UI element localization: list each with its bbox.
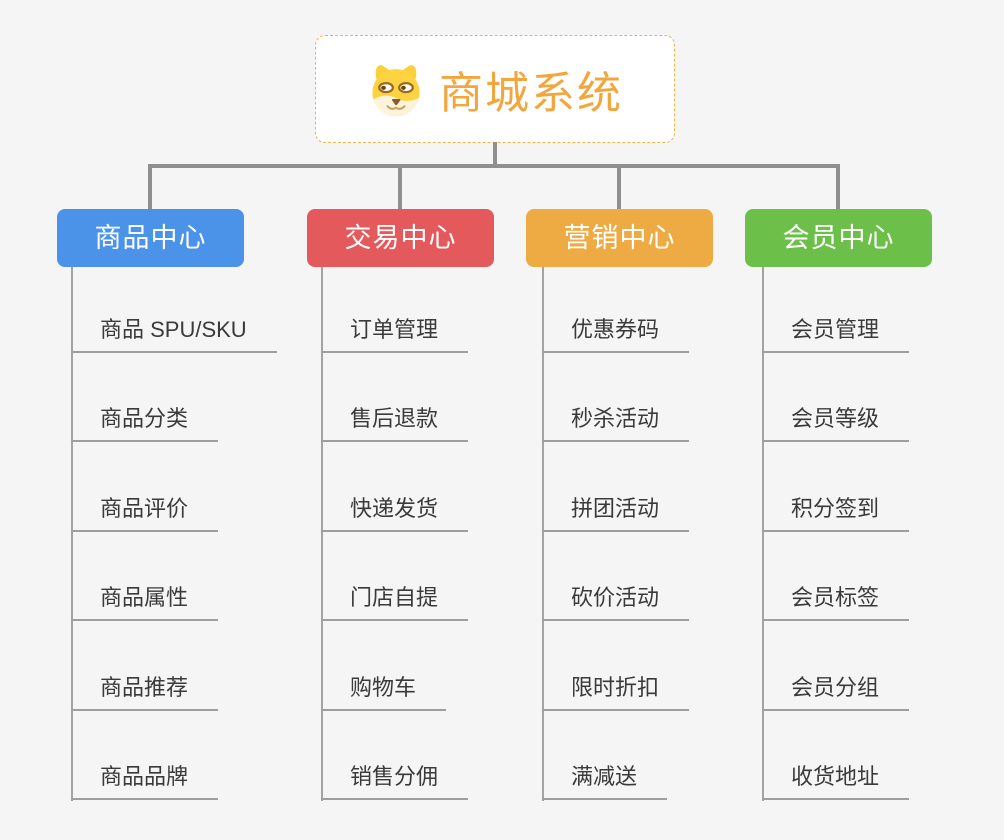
spine-marketing-center: [542, 267, 544, 801]
leaf-topic[interactable]: 快递发货: [321, 496, 469, 532]
leaf-topic[interactable]: 商品分类: [71, 406, 219, 442]
branch-node-member-center[interactable]: 会员中心: [745, 209, 932, 267]
root-topic[interactable]: 商城系统: [315, 35, 675, 143]
connector-drop-product: [148, 164, 152, 210]
connector-drop-trade: [398, 164, 402, 210]
branch-node-trade-center[interactable]: 交易中心: [307, 209, 494, 267]
leaf-topic[interactable]: 商品属性: [71, 585, 219, 621]
doge-icon: [372, 65, 420, 117]
spine-member-center: [762, 267, 764, 801]
connector-root-drop: [493, 142, 497, 168]
leaf-topic[interactable]: 会员标签: [762, 585, 910, 621]
leaf-topic[interactable]: 商品 SPU/SKU: [71, 317, 277, 353]
leaf-topic[interactable]: 会员管理: [762, 317, 910, 353]
leaf-topic[interactable]: 砍价活动: [542, 585, 690, 621]
leaf-topic[interactable]: 收货地址: [762, 764, 910, 800]
leaf-topic[interactable]: 销售分佣: [321, 764, 469, 800]
connector-drop-marketing: [617, 164, 621, 210]
leaf-topic[interactable]: 秒杀活动: [542, 406, 690, 442]
spine-product-center: [71, 267, 73, 801]
leaf-topic[interactable]: 拼团活动: [542, 496, 690, 532]
leaf-topic[interactable]: 商品品牌: [71, 764, 219, 800]
leaf-topic[interactable]: 会员等级: [762, 406, 910, 442]
leaf-topic[interactable]: 订单管理: [321, 317, 469, 353]
spine-trade-center: [321, 267, 323, 801]
root-topic-label: 商城系统: [439, 69, 623, 118]
leaf-topic[interactable]: 商品推荐: [71, 675, 219, 711]
leaf-topic[interactable]: 商品评价: [71, 496, 219, 532]
connector-drop-member: [836, 164, 840, 210]
leaf-topic[interactable]: 优惠券码: [542, 317, 690, 353]
branch-node-marketing-center[interactable]: 营销中心: [526, 209, 713, 267]
leaf-topic[interactable]: 售后退款: [321, 406, 469, 442]
branch-node-product-center[interactable]: 商品中心: [57, 209, 244, 267]
leaf-topic[interactable]: 门店自提: [321, 585, 469, 621]
leaf-topic[interactable]: 积分签到: [762, 496, 910, 532]
leaf-topic[interactable]: 满减送: [542, 764, 668, 800]
leaf-topic[interactable]: 购物车: [321, 675, 447, 711]
leaf-topic[interactable]: 限时折扣: [542, 675, 690, 711]
connector-bus: [148, 164, 840, 168]
leaf-topic[interactable]: 会员分组: [762, 675, 910, 711]
